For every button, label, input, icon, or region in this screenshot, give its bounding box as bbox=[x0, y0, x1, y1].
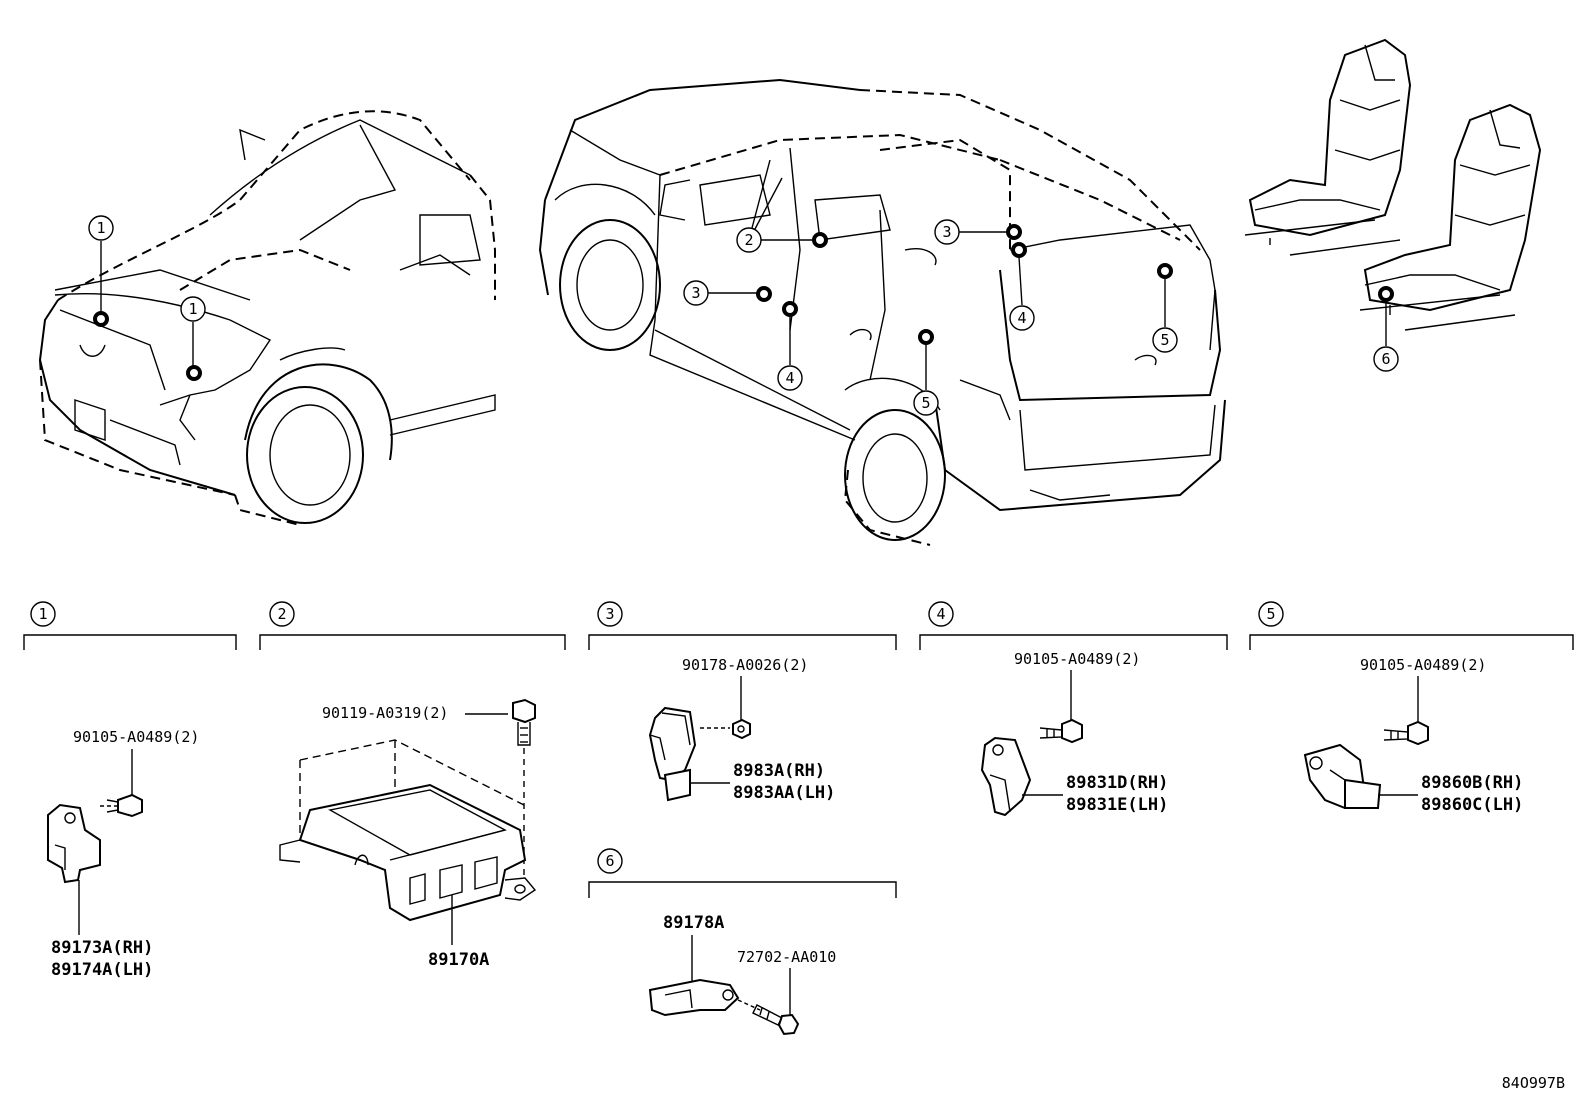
svg-text:2: 2 bbox=[744, 231, 753, 249]
svg-text:1: 1 bbox=[96, 219, 105, 237]
svg-text:6: 6 bbox=[1381, 350, 1390, 368]
group-header-1: 1 bbox=[23, 601, 237, 650]
rear-callout-4b: 4 bbox=[1009, 242, 1035, 331]
group4-parts: 90105-A0489(2) 89831D(RH) 89831E(LH) bbox=[980, 650, 1168, 817]
group-header-2: 2 bbox=[259, 601, 566, 650]
svg-text:8983A(RH): 8983A(RH) bbox=[733, 761, 825, 781]
svg-text:2: 2 bbox=[277, 605, 286, 623]
svg-text:1: 1 bbox=[38, 605, 47, 623]
svg-text:4: 4 bbox=[1017, 309, 1026, 327]
seats-illustration bbox=[1244, 38, 1542, 331]
group-header-5: 5 bbox=[1249, 601, 1574, 650]
group1-parts: 90105-A0489(2) 89173A(RH) 89174A(LH) bbox=[47, 728, 199, 980]
svg-text:90105-A0489(2): 90105-A0489(2) bbox=[1014, 650, 1140, 668]
group-header-3: 3 bbox=[588, 601, 897, 650]
rear-callout-3a: 3 bbox=[683, 280, 772, 306]
svg-text:90178-A0026(2): 90178-A0026(2) bbox=[682, 656, 808, 674]
svg-text:90105-A0489(2): 90105-A0489(2) bbox=[73, 728, 199, 746]
diagram-code: 84O997B bbox=[1502, 1074, 1565, 1092]
svg-text:89860B(RH): 89860B(RH) bbox=[1421, 773, 1523, 793]
svg-text:89170A: 89170A bbox=[428, 950, 489, 970]
seat-callout-6: 6 bbox=[1373, 286, 1399, 372]
group-header-4: 4 bbox=[919, 601, 1228, 650]
front-callout-1b: 1 bbox=[180, 296, 206, 381]
svg-text:3: 3 bbox=[942, 223, 951, 241]
group3-parts: 90178-A0026(2) 8983A(RH) 8983AA(LH) bbox=[648, 656, 835, 803]
group2-parts: 90119-A0319(2) 89170A bbox=[279, 698, 537, 970]
svg-text:89174A(LH): 89174A(LH) bbox=[51, 960, 153, 980]
rear-callout-5a: 5 bbox=[913, 329, 939, 416]
front-vehicle-illustration bbox=[38, 110, 496, 526]
svg-text:89178A: 89178A bbox=[663, 913, 724, 933]
front-callout-1a: 1 bbox=[88, 215, 114, 327]
svg-text:90105-A0489(2): 90105-A0489(2) bbox=[1360, 656, 1486, 674]
svg-text:8983AA(LH): 8983AA(LH) bbox=[733, 783, 835, 803]
svg-text:5: 5 bbox=[1160, 331, 1169, 349]
rear-callout-3b: 3 bbox=[934, 219, 1022, 245]
svg-text:90119-A0319(2): 90119-A0319(2) bbox=[322, 704, 448, 722]
svg-text:89173A(RH): 89173A(RH) bbox=[51, 938, 153, 958]
svg-text:72702-AA010: 72702-AA010 bbox=[737, 948, 836, 966]
svg-text:5: 5 bbox=[1266, 605, 1275, 623]
svg-text:89831D(RH): 89831D(RH) bbox=[1066, 773, 1168, 793]
svg-text:1: 1 bbox=[188, 300, 197, 318]
rear-vehicle-illustration bbox=[538, 78, 1226, 546]
group6-parts: 89178A 72702-AA010 bbox=[648, 913, 836, 1036]
svg-text:89831E(LH): 89831E(LH) bbox=[1066, 795, 1168, 815]
svg-text:3: 3 bbox=[691, 284, 700, 302]
rear-callout-5b: 5 bbox=[1152, 263, 1178, 353]
svg-text:3: 3 bbox=[605, 605, 614, 623]
svg-text:4: 4 bbox=[936, 605, 945, 623]
svg-text:4: 4 bbox=[785, 369, 794, 387]
group5-parts: 90105-A0489(2) 89860B(RH) 89860C(LH) bbox=[1303, 656, 1523, 815]
group-header-6: 6 bbox=[588, 848, 897, 898]
svg-text:6: 6 bbox=[605, 852, 614, 870]
rear-callout-2: 2 bbox=[736, 159, 828, 253]
svg-text:5: 5 bbox=[921, 394, 930, 412]
rear-callout-4a: 4 bbox=[777, 301, 803, 391]
svg-text:89860C(LH): 89860C(LH) bbox=[1421, 795, 1523, 815]
